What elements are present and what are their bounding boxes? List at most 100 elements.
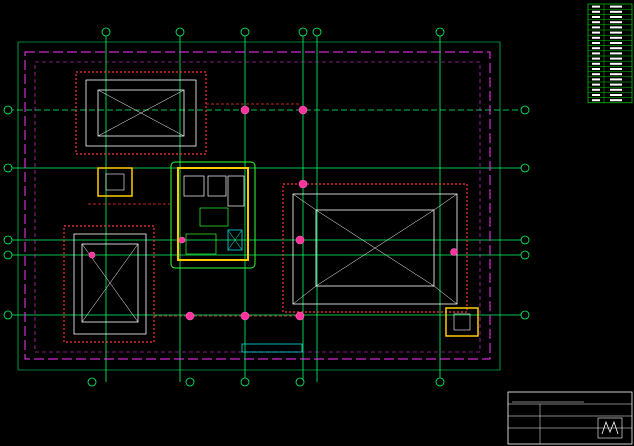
roof-hip	[433, 285, 458, 305]
roof-hatch-border	[63, 225, 155, 343]
legend-row-glyph	[610, 68, 622, 70]
axis-bubble-icon	[87, 377, 97, 387]
core-outer-outline	[170, 161, 256, 269]
stair-upper	[199, 207, 229, 227]
legend-row-glyph	[610, 31, 622, 34]
legend-row-glyph	[592, 10, 600, 13]
legend-row-glyph	[610, 16, 622, 18]
logo-icon	[597, 417, 623, 439]
legend-row-glyph	[592, 78, 600, 81]
axis-bubble-icon	[295, 377, 305, 387]
axis-bubble-icon	[435, 377, 445, 387]
title-block-frame	[507, 391, 633, 445]
roof-hip	[292, 193, 317, 211]
legend-row-glyph	[592, 57, 600, 60]
boundary-inner	[34, 61, 481, 353]
axis-bubble-icon	[520, 163, 530, 173]
elevator-cross	[227, 229, 243, 251]
core-room	[183, 175, 205, 197]
title-block	[507, 391, 633, 445]
small-box-left	[97, 167, 133, 197]
boundary-connectors	[88, 103, 300, 317]
axis-bubble-icon	[520, 310, 530, 320]
small-box-right	[445, 307, 479, 337]
legend-row-glyph	[592, 68, 600, 70]
circle-marker-icon	[295, 235, 305, 245]
axis-bubble-icon	[175, 27, 185, 37]
column-markers	[88, 105, 458, 321]
circle-marker-icon	[298, 179, 308, 189]
circle-marker-icon	[240, 105, 250, 115]
elevator-shaft	[227, 229, 243, 251]
core-wall	[177, 167, 249, 261]
legend-row-glyph	[592, 21, 600, 24]
core-room	[227, 175, 245, 207]
legend-row-glyph	[610, 88, 622, 91]
small-structures	[97, 167, 479, 353]
legend-row-glyph	[610, 73, 622, 76]
logo-icon	[601, 420, 619, 435]
roof-inner-outline	[315, 209, 435, 287]
legend-row-glyph	[592, 83, 600, 86]
small-box-inner	[453, 313, 471, 331]
legend-row-glyph	[610, 94, 622, 96]
circle-marker-icon	[240, 311, 250, 321]
legend-table-frame	[587, 3, 633, 104]
axis-bubble-icon	[298, 27, 308, 37]
stair-lower	[185, 233, 217, 255]
legend-row-glyph	[592, 62, 600, 65]
axis-bubble-icon	[185, 377, 195, 387]
legend-row-glyph	[592, 5, 600, 8]
legend-row-glyph	[610, 99, 622, 102]
roof-hip	[433, 193, 458, 211]
legend-row-glyph	[592, 16, 600, 18]
site-boundary	[24, 51, 491, 360]
dimension-lines	[17, 41, 501, 371]
axis-grid	[8, 32, 525, 382]
axis-bubble-icon	[312, 27, 322, 37]
legend-row-glyph	[610, 47, 622, 50]
axis-bubble-icon	[3, 105, 13, 115]
legend-row-glyph	[592, 94, 600, 96]
roof-inner-outline	[97, 89, 185, 137]
axis-bubbles-top	[3, 27, 530, 387]
roof-hatch-border	[282, 183, 468, 313]
axis-bubble-icon	[101, 27, 111, 37]
circle-marker-icon	[185, 311, 195, 321]
axis-bubble-icon	[3, 250, 13, 260]
legend-row-glyph	[610, 10, 622, 13]
roof-hatch-border	[75, 71, 207, 155]
legend-row-glyph	[592, 52, 600, 55]
legend-row-glyph	[592, 99, 600, 102]
legend-row-glyph	[610, 57, 622, 60]
axis-bubble-icon	[520, 250, 530, 260]
legend-table	[587, 3, 633, 104]
roof-ridge	[315, 209, 435, 287]
roof-block-right	[282, 183, 468, 313]
roof-outline	[73, 233, 147, 335]
roof-block-lower-left	[63, 225, 155, 343]
legend-row-glyph	[610, 26, 622, 29]
legend-row-glyph	[592, 47, 600, 50]
core-room	[207, 175, 227, 197]
legend-row-glyph	[610, 62, 622, 65]
legend-row-glyph	[610, 42, 622, 44]
roof-ridge	[81, 243, 139, 323]
circle-marker-icon	[178, 236, 186, 244]
axis-bubble-icon	[435, 27, 445, 37]
legend-row-glyph	[592, 88, 600, 91]
legend-row-glyph	[592, 42, 600, 44]
axis-bubble-icon	[520, 235, 530, 245]
circle-marker-icon	[295, 311, 305, 321]
roof-hip	[292, 285, 317, 305]
axis-bubble-icon	[240, 377, 250, 387]
legend-row-glyph	[592, 36, 600, 39]
legend-row-glyph	[592, 73, 600, 76]
roof-ridge	[97, 89, 185, 137]
legend-row-glyph	[610, 52, 622, 55]
boundary-outer	[24, 51, 491, 360]
roof-outline	[292, 193, 458, 305]
legend-row-glyph	[610, 83, 622, 86]
axis-bubble-icon	[3, 310, 13, 320]
